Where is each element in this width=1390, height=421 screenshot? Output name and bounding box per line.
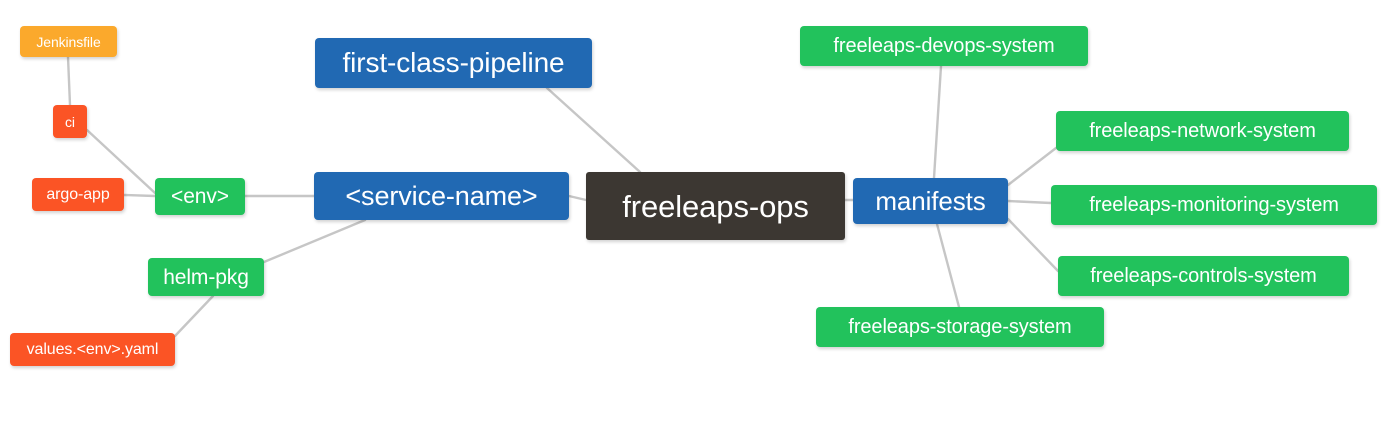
node-root[interactable]: freeleaps-ops [586,172,845,240]
node-storage-system[interactable]: freeleaps-storage-system [816,307,1104,347]
edge-jenkinsfile-to-ci [66,55,72,107]
node-label: ci [65,113,75,130]
node-label: manifests [875,186,986,216]
node-label: argo-app [46,185,110,203]
node-controls-system[interactable]: freeleaps-controls-system [1058,256,1349,296]
edge-first-class-pipeline-to-root [545,86,642,174]
edge-manifests-to-controls-system [1006,217,1060,273]
node-label: helm-pkg [163,265,249,289]
node-network-system[interactable]: freeleaps-network-system [1056,111,1349,151]
node-label: freeleaps-devops-system [833,35,1055,57]
edge-argo-app-to-env [122,193,157,198]
node-label: <service-name> [345,180,538,211]
node-label: freeleaps-storage-system [848,316,1072,338]
edge-devops-system-to-manifests [932,64,943,180]
node-manifests[interactable]: manifests [853,178,1008,224]
node-jenkinsfile[interactable]: Jenkinsfile [20,26,117,57]
edge-helm-pkg-to-service-name [262,218,367,264]
node-monitoring-system[interactable]: freeleaps-monitoring-system [1051,185,1377,225]
edge-manifests-to-monitoring-system [1006,199,1053,205]
node-label: Jenkinsfile [36,33,101,50]
node-label: freeleaps-network-system [1089,120,1316,142]
node-label: <env> [171,185,229,208]
edge-manifests-to-storage-system [935,222,961,309]
node-values-env-yaml[interactable]: values.<env>.yaml [10,333,175,366]
node-first-class-pipeline[interactable]: first-class-pipeline [315,38,592,88]
edge-service-name-to-root [567,194,588,202]
edge-manifests-to-network-system [1006,146,1058,187]
node-service-name[interactable]: <service-name> [314,172,569,220]
node-ci[interactable]: ci [53,105,87,138]
node-label: values.<env>.yaml [26,340,159,358]
edge-values-env-yaml-to-helm-pkg [173,294,215,338]
node-label: freeleaps-monitoring-system [1089,194,1339,216]
node-label: first-class-pipeline [342,47,565,78]
node-devops-system[interactable]: freeleaps-devops-system [800,26,1088,66]
node-env[interactable]: <env> [155,178,245,215]
node-helm-pkg[interactable]: helm-pkg [148,258,264,296]
node-label: freeleaps-ops [622,188,809,224]
node-label: freeleaps-controls-system [1090,265,1317,287]
node-argo-app[interactable]: argo-app [32,178,124,211]
